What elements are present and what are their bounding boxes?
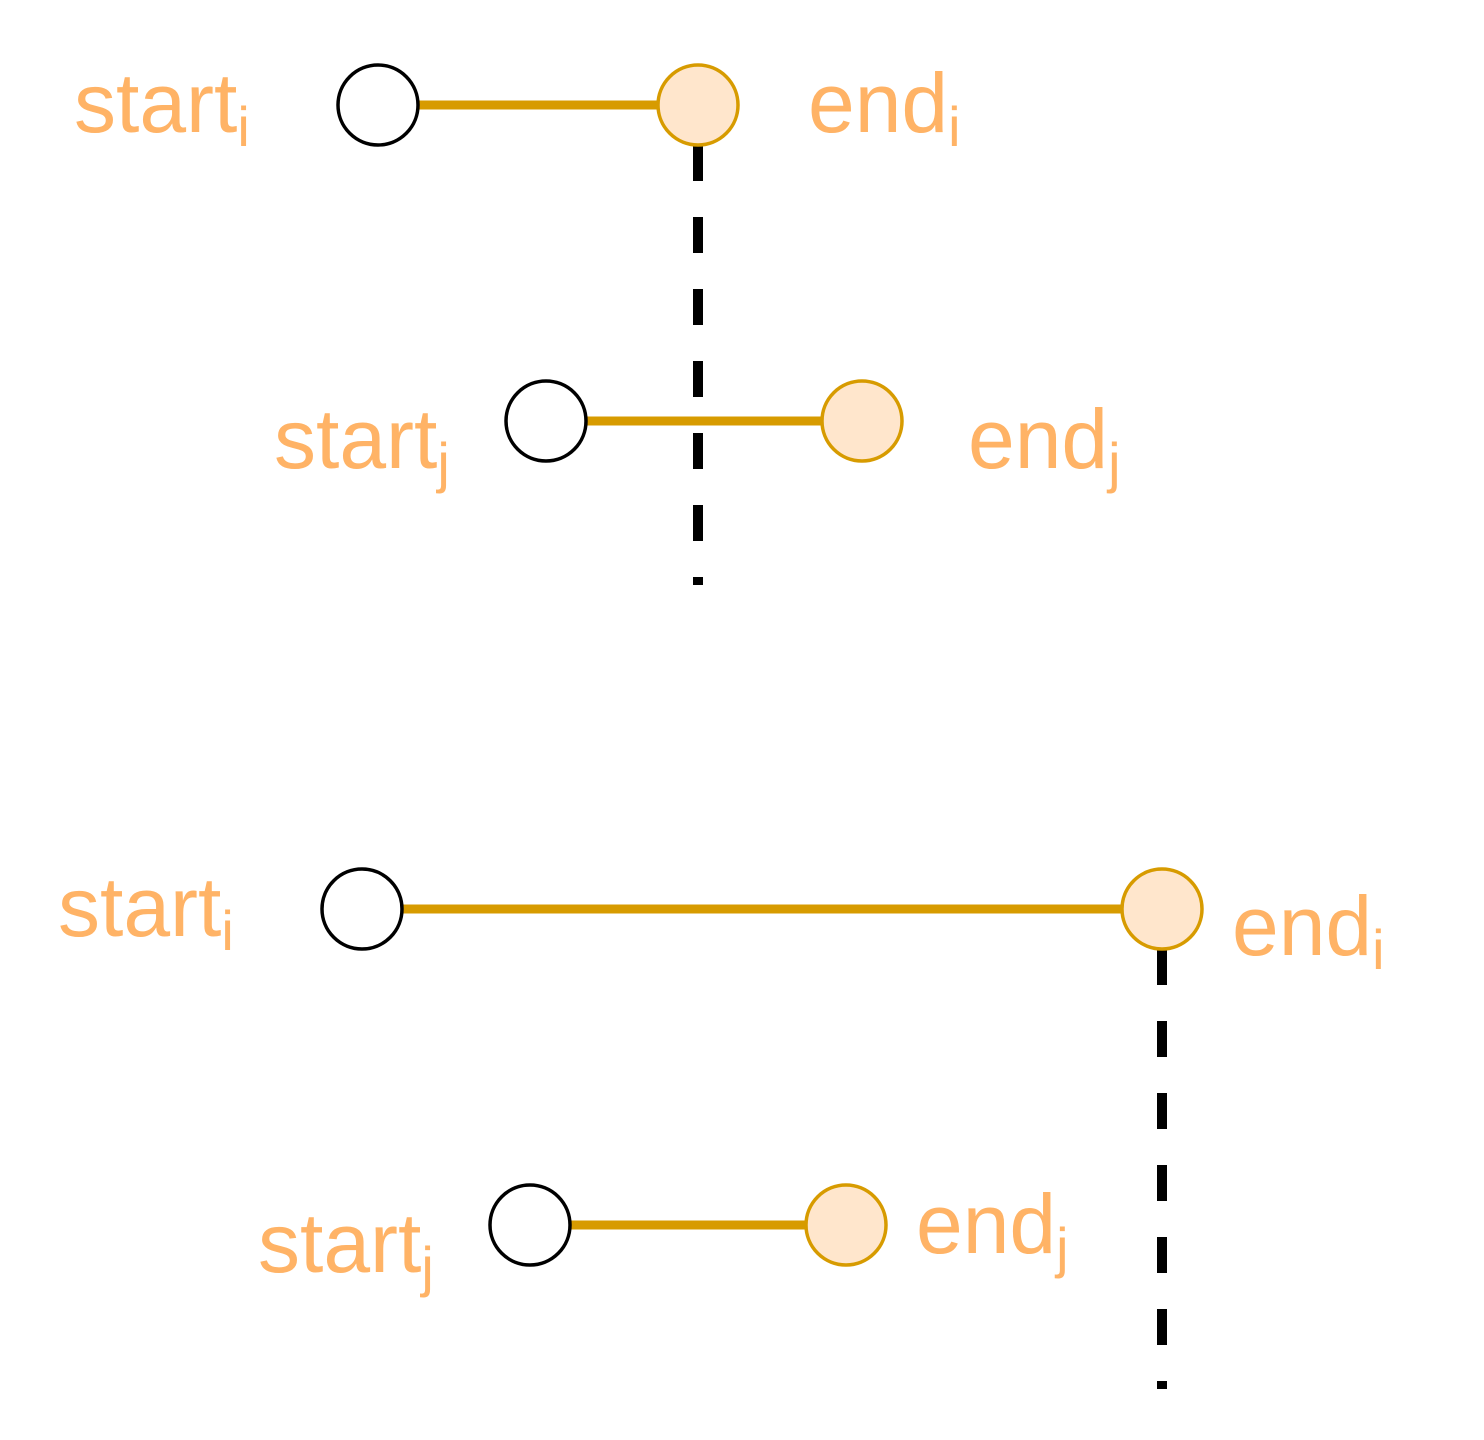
start-j-node <box>488 1183 572 1267</box>
start-i-node <box>336 63 420 147</box>
start-i-label: starti <box>58 860 234 962</box>
start-j-label: startj <box>274 392 450 494</box>
start-j-label: startj <box>258 1196 434 1298</box>
end-j-label: endj <box>968 392 1121 494</box>
end-i-label: endi <box>1232 879 1385 981</box>
diagram-bottom: starti endi startj endj <box>58 860 1385 1389</box>
end-i-node <box>1120 867 1204 951</box>
start-i-label: starti <box>74 56 250 158</box>
end-j-node <box>804 1183 888 1267</box>
end-j-label: endj <box>916 1177 1069 1279</box>
end-i-node <box>656 63 740 147</box>
start-j-node <box>504 379 588 463</box>
end-j-node <box>820 379 904 463</box>
start-i-node <box>320 867 404 951</box>
end-i-label: endi <box>808 56 961 158</box>
diagram-top: starti endi startj endj <box>74 56 1121 585</box>
